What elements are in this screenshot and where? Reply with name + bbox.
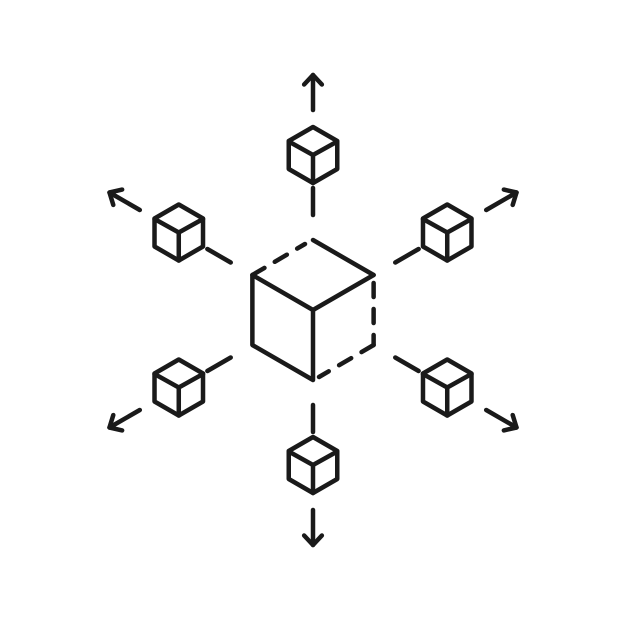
small-cube-inner-edge — [152, 216, 182, 235]
outward-arrow-icon — [301, 72, 325, 113]
outward-arrow-icon — [107, 407, 143, 433]
arrow-head — [501, 412, 519, 433]
center-cube-front-face — [250, 272, 316, 383]
arrow-head — [301, 533, 325, 548]
node-upper-left — [107, 187, 233, 265]
small-cube-icon — [420, 357, 474, 418]
center-cube-edge — [310, 272, 376, 313]
dashed-connector — [205, 355, 233, 374]
node-bottom — [286, 402, 340, 548]
center-cube-edge — [310, 237, 376, 278]
arrow-head — [107, 412, 125, 433]
small-cube-icon — [152, 357, 206, 418]
arrow-head — [107, 187, 125, 208]
small-cube-inner-edge — [176, 216, 206, 235]
arrow-head — [501, 187, 519, 208]
small-cube-inner-edge — [310, 449, 340, 468]
center-cube — [250, 237, 376, 383]
arrow-head — [301, 72, 325, 87]
arrow-shaft — [483, 190, 519, 213]
dashed-connector — [393, 355, 421, 374]
arrow-shaft — [107, 407, 143, 430]
small-cube-inner-edge — [444, 216, 474, 235]
node-top — [286, 72, 340, 218]
outward-arrow-icon — [483, 187, 519, 213]
small-cube-inner-edge — [286, 139, 316, 158]
arrow-shaft — [483, 407, 519, 430]
small-cube-inner-edge — [420, 371, 450, 390]
outward-arrow-icon — [483, 407, 519, 433]
small-cube-inner-edge — [152, 371, 182, 390]
node-lower-right — [393, 355, 519, 433]
center-cube-dashed-edge — [250, 241, 308, 278]
outward-arrow-icon — [107, 187, 143, 213]
small-cube-icon — [286, 124, 340, 186]
small-cube-inner-edge — [310, 139, 340, 158]
small-cube-inner-edge — [176, 371, 206, 390]
arrow-shaft — [107, 190, 143, 213]
small-cube-inner-edge — [444, 371, 474, 390]
node-upper-right — [393, 187, 519, 265]
node-lower-left — [107, 355, 233, 433]
small-cube-icon — [420, 202, 474, 263]
small-cube-icon — [286, 434, 340, 496]
small-cube-inner-edge — [286, 449, 316, 468]
small-cube-icon — [152, 202, 206, 263]
satellite-nodes — [107, 72, 519, 548]
small-cube-inner-edge — [420, 216, 450, 235]
dashed-connector — [393, 246, 421, 265]
dashed-connector — [205, 246, 233, 265]
outward-arrow-icon — [301, 507, 325, 548]
center-cube-dashed-edge — [316, 342, 376, 380]
